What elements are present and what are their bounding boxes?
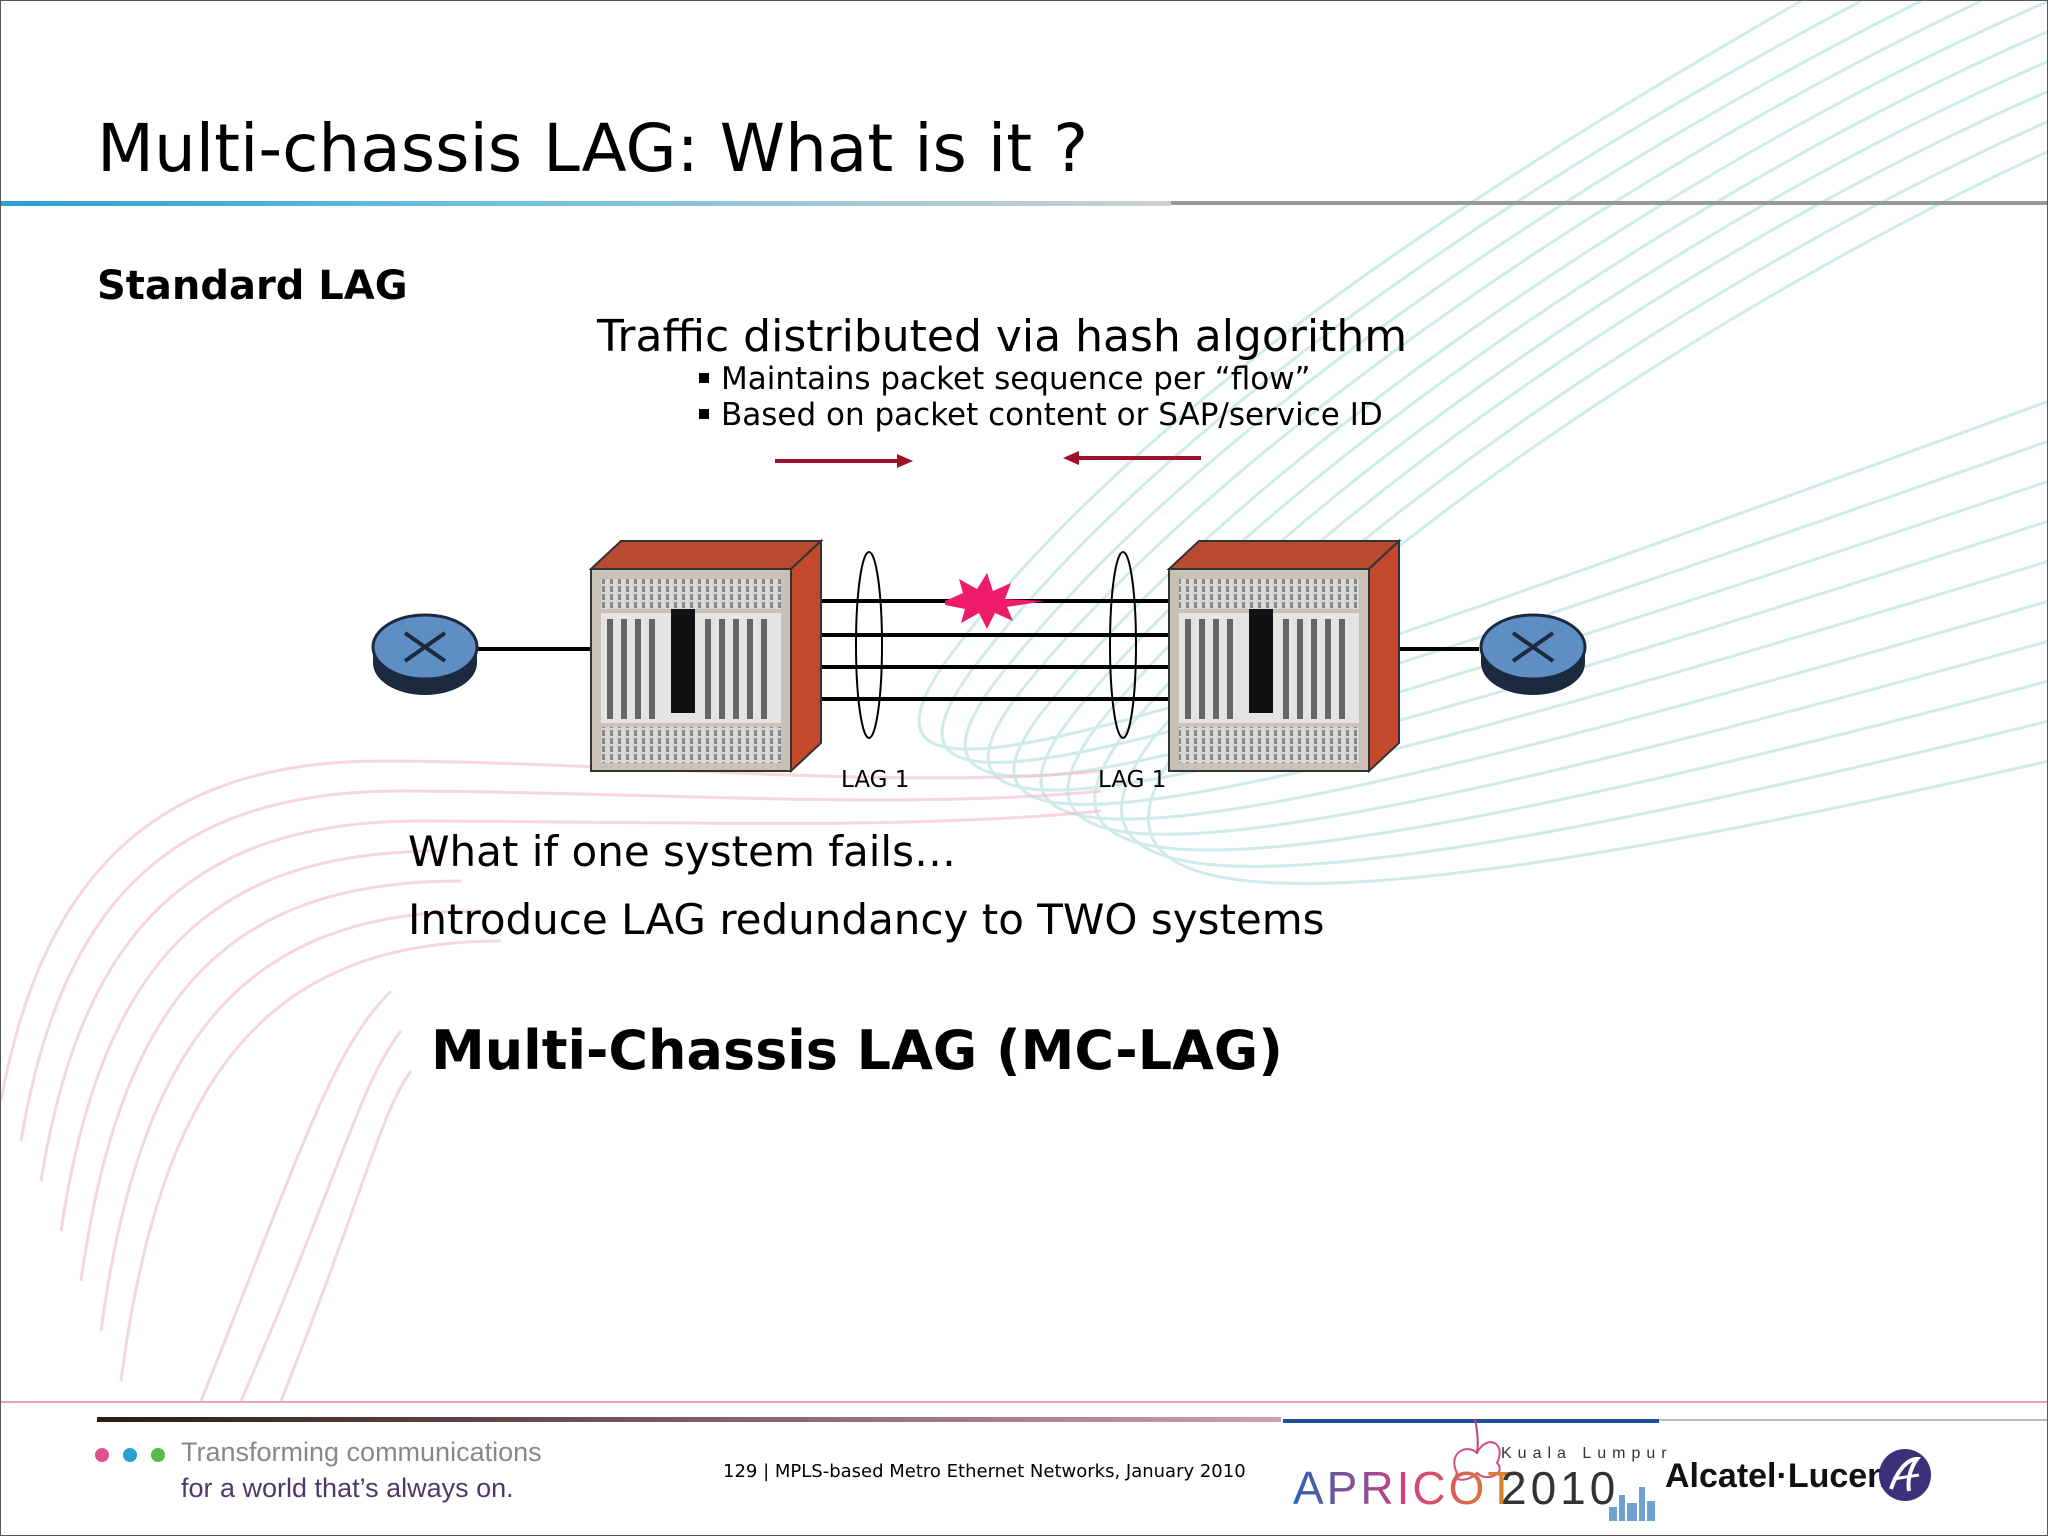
footer-divider-grey (1659, 1419, 2047, 1421)
footer-slide-info: 129 | MPLS-based Metro Ethernet Networks… (723, 1461, 1246, 1482)
tagline-line-1: Transforming communications (181, 1437, 542, 1467)
traffic-arrow-left (1063, 451, 1201, 465)
lag-ellipse-right (1109, 551, 1137, 739)
bullet-item: Maintains packet sequence per “flow” (699, 361, 1311, 397)
apricot-flower-logo-icon (1453, 1418, 1501, 1481)
lag-label-left: LAG 1 (841, 767, 910, 793)
footer-divider-dark (97, 1417, 1281, 1422)
slide-title: Multi-chassis LAG: What is it ? (97, 110, 1089, 187)
bullet-square-icon (699, 408, 709, 419)
router-icon (1479, 613, 1587, 695)
lag-label-right: LAG 1 (1098, 767, 1167, 793)
city-skyline-icon (1609, 1487, 1655, 1521)
footer-divider-pink (1, 1401, 2047, 1403)
bullet-text: Based on packet content or SAP/service I… (721, 397, 1383, 433)
question-text: What if one system fails… (408, 827, 956, 876)
chassis-icon (1166, 538, 1402, 774)
question-text: Introduce LAG redundancy to TWO systems (408, 895, 1325, 944)
section-heading: Standard LAG (97, 263, 408, 309)
traffic-arrow-right (775, 454, 913, 468)
conference-name: APRICOT (1293, 1461, 1518, 1515)
traffic-heading: Traffic distributed via hash algorithm (597, 311, 1408, 362)
title-underline (1, 201, 1171, 206)
lag-member-links (821, 599, 1173, 701)
footer-divider-blue (1283, 1419, 1659, 1423)
conference-year: 2010 (1501, 1462, 1620, 1514)
tagline-line-2: for a world that’s always on. (181, 1473, 514, 1503)
router-icon (371, 613, 479, 695)
alcatel-lucent-logo-icon (1879, 1449, 1931, 1501)
failure-burst-icon (945, 573, 1045, 629)
chassis-icon (588, 538, 824, 774)
blue-dot-icon (123, 1448, 137, 1462)
bullet-square-icon (699, 372, 709, 383)
brand-name: Alcatel·Lucent (1665, 1457, 1900, 1495)
lag-ellipse-left (855, 551, 883, 739)
pink-dot-icon (95, 1448, 109, 1462)
green-dot-icon (151, 1448, 165, 1462)
conclusion-heading: Multi-Chassis LAG (MC-LAG) (431, 1019, 1283, 1082)
bullet-item: Based on packet content or SAP/service I… (699, 397, 1383, 433)
conference-name-text: APRICOT (1293, 1462, 1519, 1514)
bullet-text: Maintains packet sequence per “flow” (721, 361, 1311, 397)
title-underline-right (1171, 201, 2047, 205)
conference-city: Kuala Lumpur (1501, 1445, 1673, 1462)
